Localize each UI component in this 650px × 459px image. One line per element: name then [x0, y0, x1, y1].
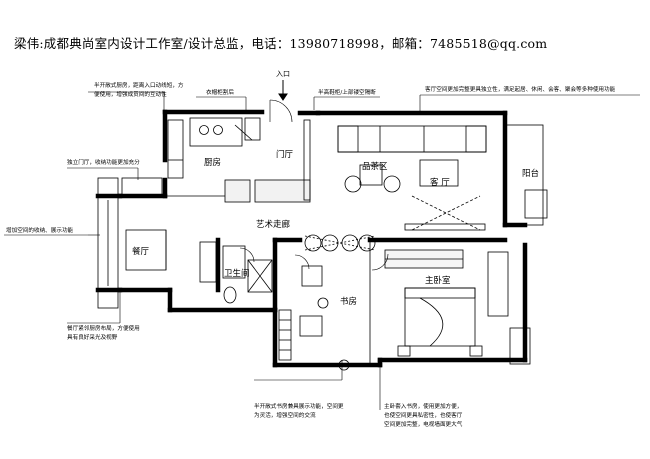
label-master-bedroom: 主卧室 — [425, 275, 451, 286]
door-swings — [239, 99, 389, 271]
note-master-suite: 主卧套入书房，使用更加方便， 也使空间更具私密性，也使客厅 空间更加完整，电视墙… — [384, 402, 464, 428]
label-kitchen: 厨房 — [204, 157, 221, 168]
label-living-room: 客 厅 — [430, 177, 450, 188]
note-storage-display: 增加空间的收纳、展示功能 — [6, 226, 74, 234]
label-balcony: 阳台 — [522, 168, 539, 179]
label-dining-room: 餐厅 — [132, 247, 150, 257]
annotation-leaders — [4, 91, 640, 410]
note-dining-layout: 餐厅紧邻厨房布局，方便使用 具有良好采光及视野 — [67, 324, 142, 341]
label-entrance: 入口 — [276, 70, 290, 78]
note-living-space: 客厅空间更加完整更具独立性，满足起居、休闲、会客、聚会等多种使用功能 — [425, 85, 616, 93]
label-half-height-cabinet: 半高鞋柜/上部镂空隔断 — [318, 88, 376, 96]
label-study: 书房 — [340, 296, 357, 307]
note-independent-foyer: 独立门厅，收纳功能更加充分 — [67, 158, 140, 166]
label-shoe-cabinet: 衣帽柜割后 — [206, 88, 234, 96]
label-tea-area: 品茶区 — [362, 161, 388, 172]
interior-lines — [97, 117, 548, 371]
label-bathroom: 卫生间 — [224, 268, 250, 279]
label-foyer: 门厅 — [276, 149, 294, 160]
note-open-kitchen: 半开敞式厨房，距离入口动线短，方 便使用，增强成员间的互动性 — [94, 81, 185, 98]
designer-contact-header: 梁伟:成都典尚室内设计工作室/设计总监，电话：13980718998，邮箱：74… — [14, 36, 548, 51]
note-study-open: 半开敞式书房兼具展示功能，空间更 为灵活，增强空间的交流 — [254, 402, 345, 419]
entrance-arrow — [278, 80, 288, 101]
label-art-corridor: 艺术走廊 — [256, 219, 291, 230]
structural-walls — [95, 109, 528, 368]
